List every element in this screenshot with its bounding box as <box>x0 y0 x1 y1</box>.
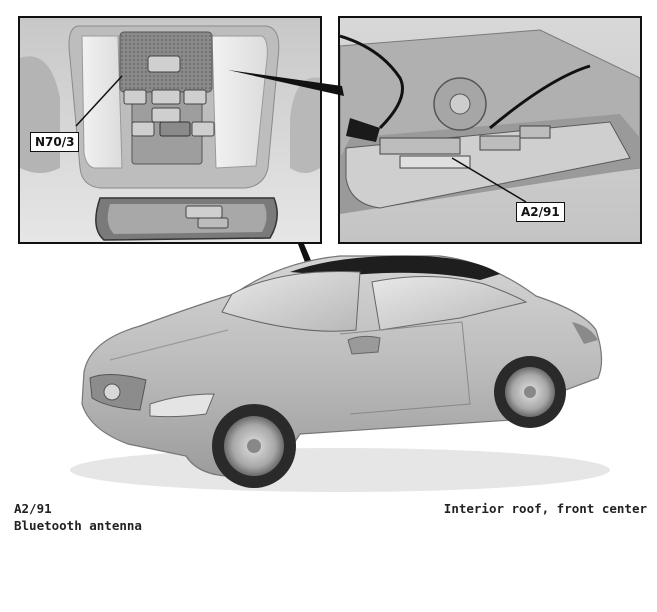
car-roof <box>290 255 500 280</box>
overhead-control-panel-illustration <box>20 18 320 242</box>
pointer-arrow-down <box>298 244 322 286</box>
car-windshield <box>221 271 361 332</box>
front-wheel <box>212 404 296 488</box>
callout-n70-3: N70/3 <box>30 132 80 152</box>
roof-module-illustration <box>340 18 640 242</box>
car-grille <box>89 374 147 411</box>
car-body <box>81 255 603 477</box>
callout-a2-91: A2/91 <box>516 202 565 222</box>
rear-wheel <box>494 356 566 428</box>
roof-module-detail: A2/91 <box>338 16 642 244</box>
car-side-window <box>371 275 528 331</box>
component-location: Interior roof, front center <box>443 501 647 516</box>
component-code: A2/91 <box>14 501 52 516</box>
component-name: Bluetooth antenna <box>14 518 142 533</box>
overhead-control-panel-detail: N70/3 <box>18 16 322 244</box>
